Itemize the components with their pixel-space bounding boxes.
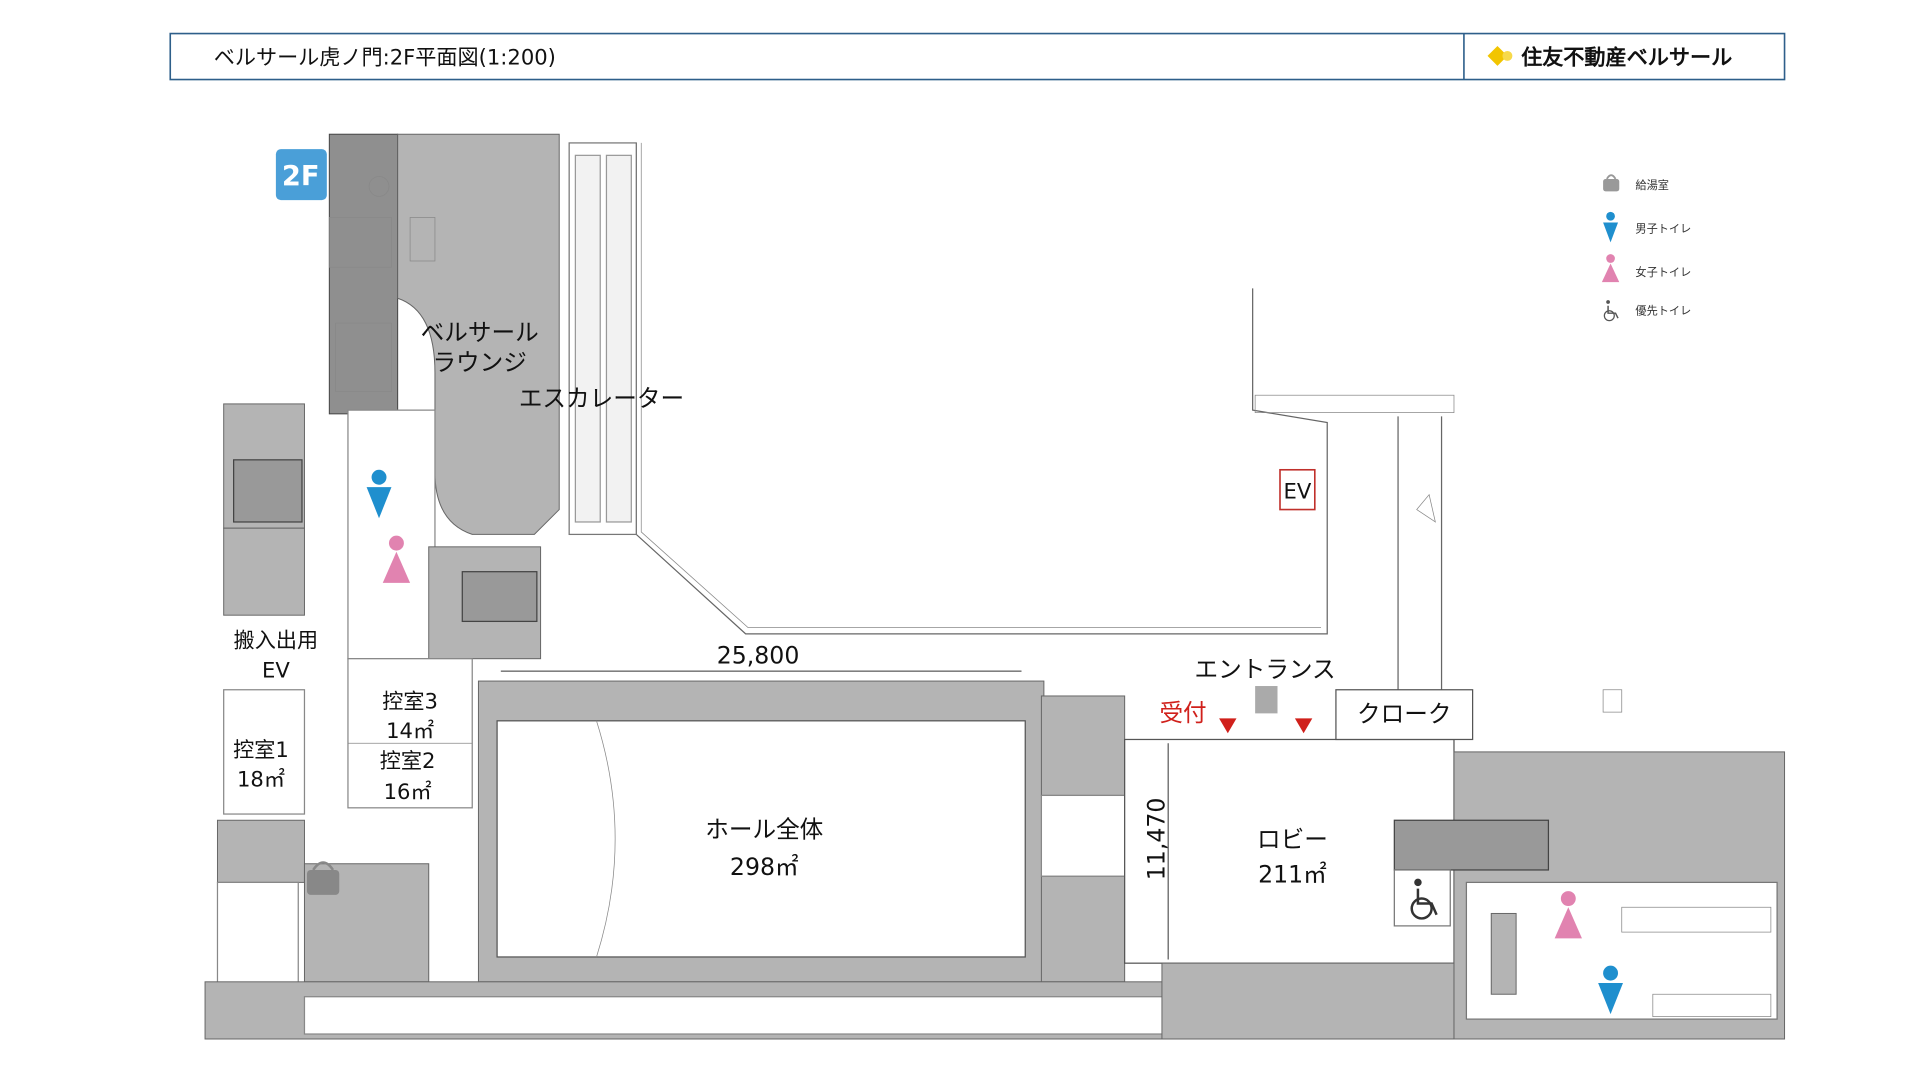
page-title: ベルサール虎ノ門:2F平面図(1:200) (214, 45, 556, 70)
legend-label: 優先トイレ (1635, 304, 1691, 317)
width-dimension: 25,800 (717, 642, 800, 670)
entrance-label: エントランス (1194, 655, 1335, 683)
legend-label: 女子トイレ (1635, 265, 1691, 279)
waiting-room-3-label: 控室3 (382, 688, 438, 713)
hall-label: ホール全体 (705, 816, 823, 844)
hall-area: 298㎡ (730, 853, 799, 881)
ev-label: EV (1284, 478, 1312, 503)
female-toilet-icon (1601, 254, 1620, 283)
brand-logo-icon (1487, 45, 1513, 66)
cloak-label: クローク (1357, 700, 1451, 728)
depth-dimension: 11,470 (1142, 798, 1170, 881)
male-toilet-icon (1603, 211, 1619, 243)
reception-marker-icon (1219, 718, 1313, 734)
waiting-room-1-area: 18㎡ (237, 767, 285, 792)
male-toilet-icon (1598, 965, 1623, 1015)
waiting-room-2-area: 16㎡ (384, 779, 432, 804)
waiting-room-2-label: 控室2 (380, 748, 436, 773)
header-frame (169, 32, 1786, 81)
escalator (568, 142, 637, 536)
floor-badge-label: 2F (282, 161, 320, 192)
header: ベルサール虎ノ門:2F平面図(1:200) 住友不動産ベルサール (169, 32, 1786, 81)
left-core (216, 403, 542, 1039)
atrium-outline (635, 142, 1455, 696)
lounge-block (328, 133, 560, 535)
right-toilet-block (1393, 751, 1786, 1040)
accessible-toilet-icon (1410, 878, 1438, 920)
lobby (1124, 686, 1623, 1040)
legend-label: 給湯室 (1635, 178, 1669, 192)
lobby-label: ロビー (1257, 826, 1328, 854)
elevator (1279, 468, 1316, 511)
waiting-room-1-label: 控室1 (233, 737, 289, 762)
escalator-label: エスカレーター (519, 384, 684, 412)
hall (477, 680, 1126, 983)
lounge-label: ラウンジ (432, 348, 526, 376)
lobby-area: 211㎡ (1258, 860, 1327, 888)
female-toilet-icon (1554, 891, 1582, 939)
legend-label: 男子トイレ (1635, 222, 1691, 235)
accessible-toilet-icon (1603, 300, 1619, 322)
floor-badge (275, 149, 327, 201)
brand-name: 住友不動産ベルサール (1521, 45, 1732, 70)
male-toilet-icon (366, 469, 392, 519)
freight-ev-label: EV (262, 657, 290, 682)
kettle-icon (1603, 174, 1620, 192)
reception-label: 受付 (1159, 699, 1206, 727)
freight-ev-label: 搬入出用 (234, 628, 318, 653)
lounge-label: ベルサール (421, 319, 539, 347)
legend: 給湯室 男子トイレ 女子トイレ 優先トイレ (1601, 174, 1691, 322)
female-toilet-icon (382, 535, 411, 583)
waiting-room-3-area: 14㎡ (386, 718, 434, 743)
kettle-icon (306, 861, 340, 895)
